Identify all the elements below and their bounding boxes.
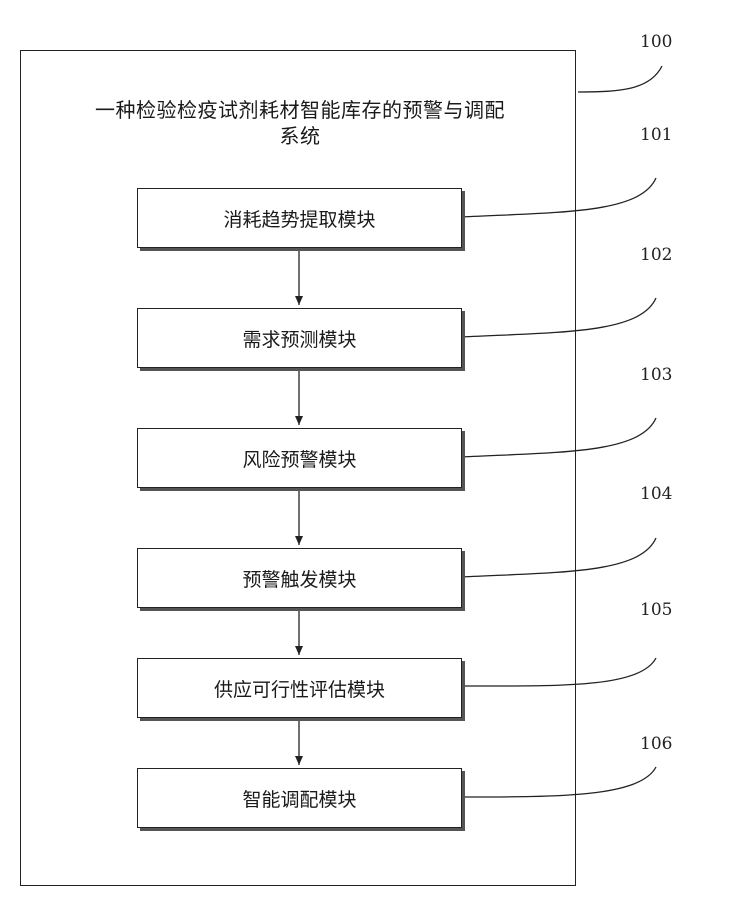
system-title: 一种检验检疫试剂耗材智能库存的预警与调配 系统: [60, 97, 540, 149]
ref-number-102: 102: [640, 245, 672, 265]
module-intelligent-allocation: 智能调配模块: [137, 768, 462, 828]
leader-line-100: [578, 66, 662, 92]
ref-number-103: 103: [640, 365, 672, 385]
module-supply-feasibility-assessment: 供应可行性评估模块: [137, 658, 462, 718]
system-title-line-2: 系统: [60, 123, 540, 149]
module-warning-trigger: 预警触发模块: [137, 548, 462, 608]
ref-number-104: 104: [640, 484, 672, 504]
ref-number-106: 106: [640, 734, 672, 754]
ref-number-100: 100: [640, 32, 672, 52]
system-title-line-1: 一种检验检疫试剂耗材智能库存的预警与调配: [60, 97, 540, 123]
module-consumption-trend-extraction: 消耗趋势提取模块: [137, 188, 462, 248]
module-risk-warning: 风险预警模块: [137, 428, 462, 488]
module-label: 预警触发模块: [242, 565, 356, 592]
module-label: 需求预测模块: [242, 325, 356, 352]
module-label: 消耗趋势提取模块: [223, 205, 375, 232]
module-label: 智能调配模块: [242, 785, 356, 812]
ref-number-105: 105: [640, 600, 672, 620]
ref-number-101: 101: [640, 125, 672, 145]
module-label: 供应可行性评估模块: [214, 675, 385, 702]
module-label: 风险预警模块: [242, 445, 356, 472]
module-demand-forecast: 需求预测模块: [137, 308, 462, 368]
